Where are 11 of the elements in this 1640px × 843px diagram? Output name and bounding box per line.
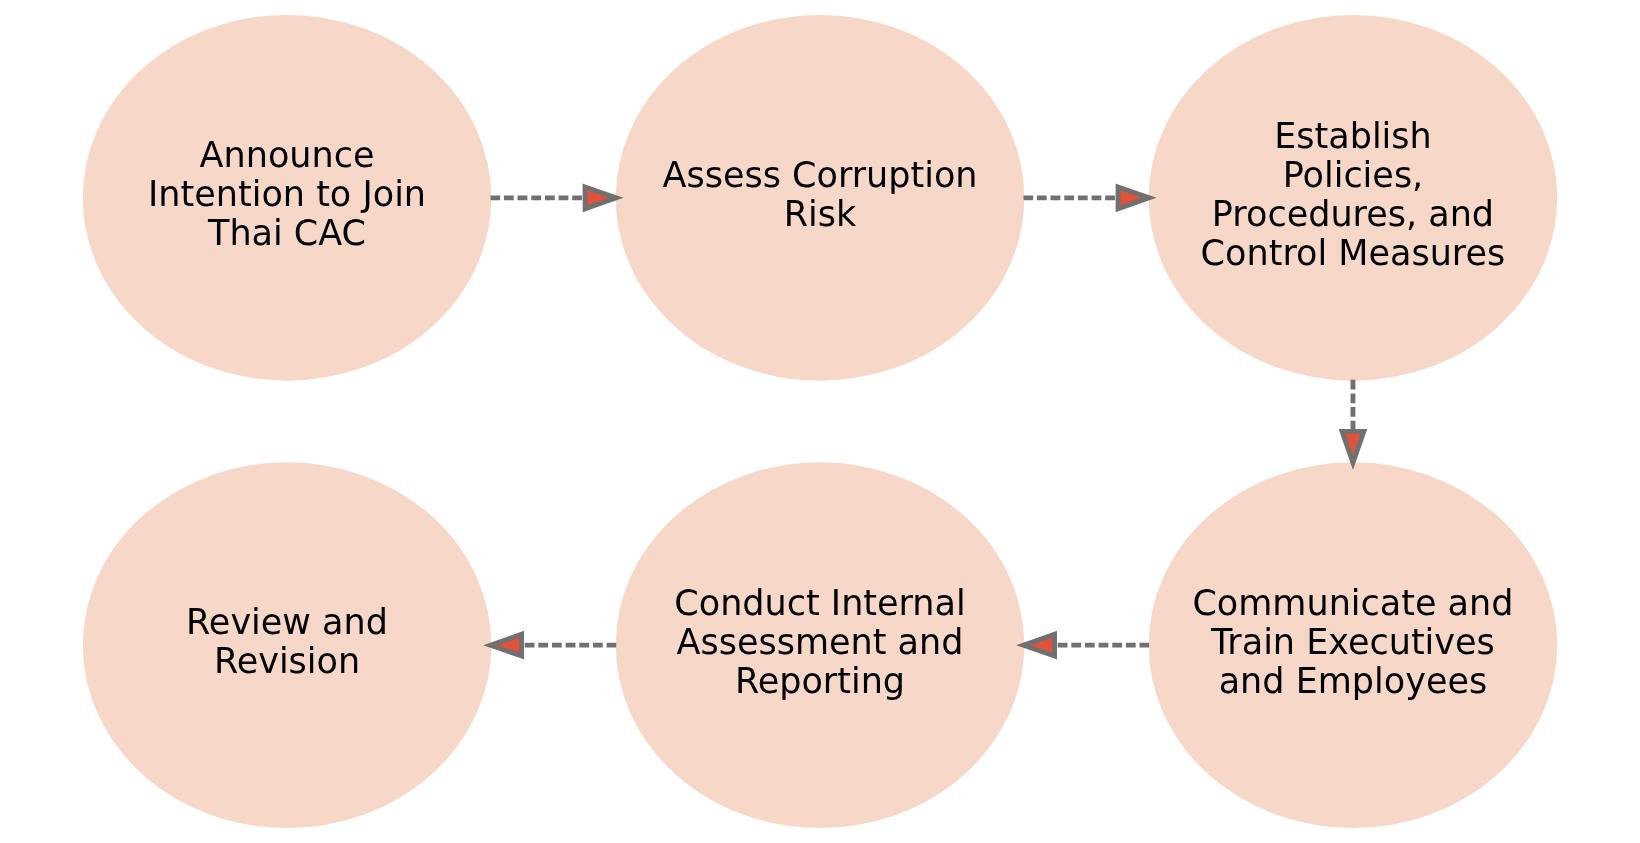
arrow bbox=[1023, 183, 1157, 213]
node-ellipse: Establish Policies, Procedures, and Control Measures bbox=[1148, 14, 1558, 381]
node-ellipse: Review and Revision bbox=[82, 462, 492, 829]
node-ellipse: Assess Corruption Risk bbox=[615, 14, 1025, 381]
arrow bbox=[483, 630, 617, 660]
arrow bbox=[1016, 630, 1150, 660]
node-ellipse: Communicate and Train Executives and Employees bbox=[1148, 462, 1558, 829]
arrow bbox=[490, 183, 624, 213]
arrow bbox=[1338, 379, 1368, 470]
node-ellipse: Conduct Internal Assessment and Reporting bbox=[615, 462, 1025, 829]
node-ellipse: Announce Intention to Join Thai CAC bbox=[82, 14, 492, 381]
